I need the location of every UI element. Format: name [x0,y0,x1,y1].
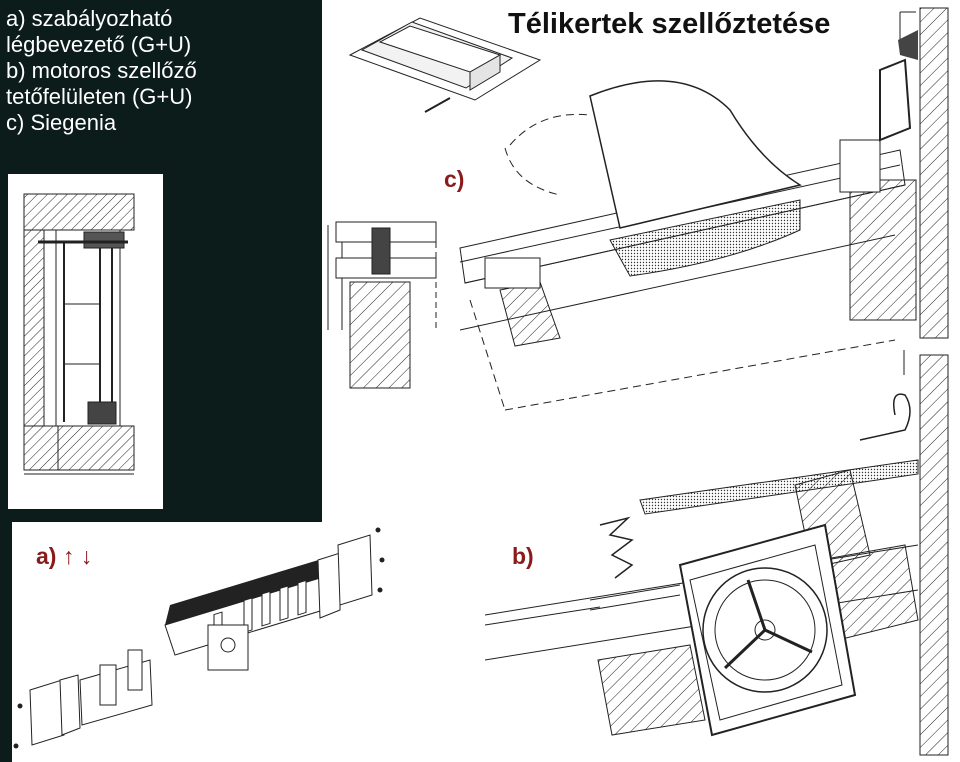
label-b: b) [512,543,534,569]
legend: a) szabályozható légbevezető (G+U) b) mo… [6,6,197,136]
legend-line-b2: tetőfelületen (G+U) [6,84,193,109]
panel-edge [0,522,12,762]
label-c: c) [444,166,465,192]
wall-section [899,7,949,756]
section-detail-drawing [23,193,135,475]
legend-line-a: a) szabályozható [6,6,173,31]
legend-line-b: b) motoros szellőző [6,58,197,83]
siegenia-detail [459,30,918,411]
section-detail-a [8,174,163,509]
frame-section [327,221,437,389]
legend-line-c: c) Siegenia [6,110,117,135]
legend-line-a2: légbevezető (G+U) [6,32,192,57]
page-title: Télikertek szellőztetése [508,8,831,40]
air-inlet-exploded [13,527,385,749]
motor-vent-detail [484,393,919,737]
label-a: a) ↑ ↓ [36,543,93,569]
vent-sketch [348,17,542,113]
